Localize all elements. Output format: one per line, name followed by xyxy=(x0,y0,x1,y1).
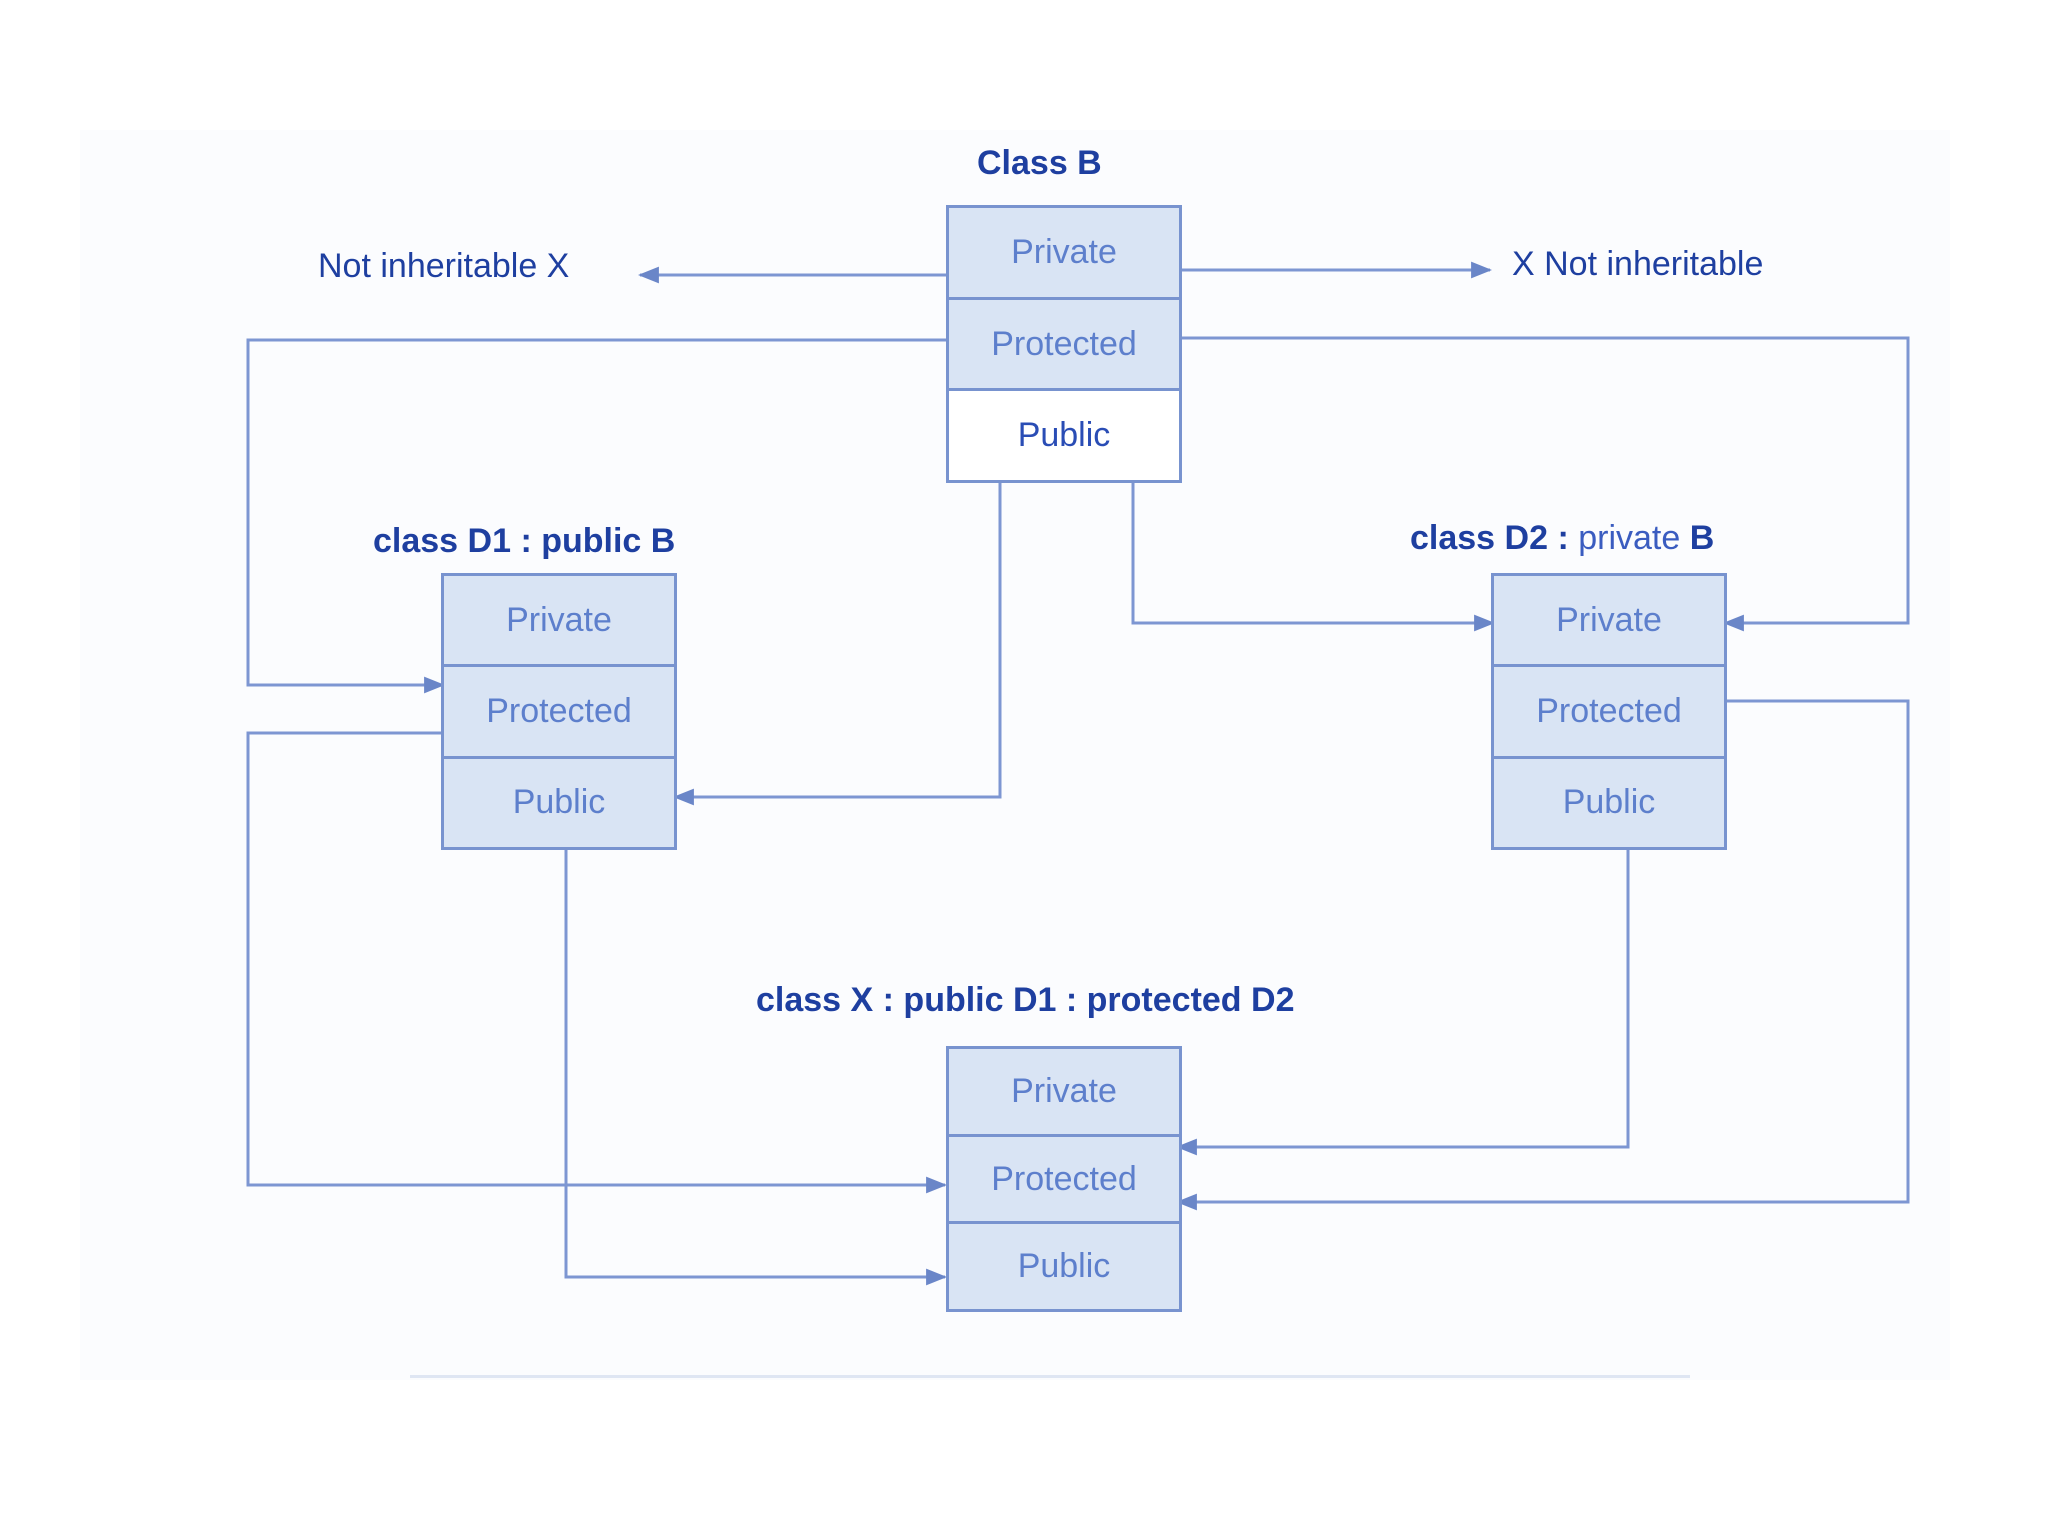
connector-b-protected-d1-protected xyxy=(246,338,950,694)
class-d2-title: class D2 : private B xyxy=(1410,521,1714,555)
connector-b-public-d1-public xyxy=(672,483,1002,806)
not-inheritable-right-label: X Not inheritable xyxy=(1512,245,1764,283)
connector-b-public-d2-private xyxy=(1131,483,1496,632)
class-d2-title-separator: : xyxy=(1548,519,1579,557)
class-d2-public: Public xyxy=(1494,758,1724,847)
class-x-title: class X : public D1 : protected D2 xyxy=(756,981,1295,1019)
bottom-rule xyxy=(410,1375,1690,1378)
class-b-private: Private xyxy=(949,208,1179,300)
class-d1-private: Private xyxy=(444,576,674,668)
class-d2-title-base: B xyxy=(1680,519,1715,557)
connector-d1-protected-x-protected xyxy=(246,731,948,1194)
connector-d2-protected-x-protected xyxy=(1175,699,1910,1211)
class-d1-title: class D1 : public B xyxy=(373,522,676,560)
class-x-public: Public xyxy=(949,1224,1179,1310)
class-b-title: Class B xyxy=(977,144,1102,182)
class-x-box: Private Protected Public xyxy=(946,1046,1182,1312)
not-inheritable-left-label: Not inheritable X xyxy=(318,247,570,285)
class-d2-private: Private xyxy=(1494,576,1724,668)
class-d2-title-access: private xyxy=(1578,519,1681,557)
class-b-protected: Protected xyxy=(949,299,1179,392)
class-x-private: Private xyxy=(949,1049,1179,1137)
class-d1-public: Public xyxy=(444,758,674,847)
connector-d1-public-x-public xyxy=(564,850,948,1286)
connector-d2-public-x-protected xyxy=(1175,848,1630,1156)
connector-b-protected-d2-private xyxy=(1180,336,1910,632)
class-d2-box: Private Protected Public xyxy=(1491,573,1727,850)
class-d2-title-name: class D2 xyxy=(1410,519,1548,557)
class-b-public: Public xyxy=(949,391,1179,481)
class-d1-protected: Protected xyxy=(444,667,674,759)
class-x-protected: Protected xyxy=(949,1136,1179,1225)
class-d1-box: Private Protected Public xyxy=(441,573,677,850)
class-b-box: Private Protected Public xyxy=(946,205,1182,483)
class-d2-protected: Protected xyxy=(1494,667,1724,759)
